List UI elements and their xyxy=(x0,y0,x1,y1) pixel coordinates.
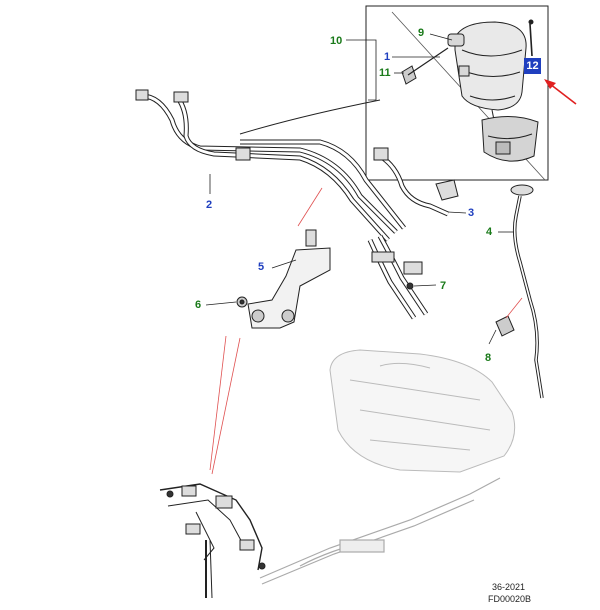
fuel-tank xyxy=(329,349,516,473)
callout-leaders xyxy=(205,33,514,345)
fuel-line-4 xyxy=(495,184,544,399)
lower-connector-assembly xyxy=(159,483,266,599)
callout-8: 8 xyxy=(485,352,492,364)
pointer-arrow xyxy=(544,79,577,105)
callout-11: 11 xyxy=(379,67,391,79)
callout-1: 1 xyxy=(384,51,391,63)
callout-4: 4 xyxy=(486,226,493,238)
figure-code: FD00020B xyxy=(488,594,532,604)
callout-5: 5 xyxy=(258,261,265,273)
rear-fuel-lines xyxy=(259,477,501,585)
page-reference: 36-2021 xyxy=(492,582,526,592)
red-leader-lines xyxy=(209,187,523,475)
bolt-6 xyxy=(236,296,248,308)
bracket-5 xyxy=(247,229,331,329)
callout-7: 7 xyxy=(440,280,447,292)
fuel-line-2 xyxy=(135,89,406,242)
callout-9: 9 xyxy=(418,27,425,39)
callout-12-highlight: 12 xyxy=(524,58,541,74)
fuel-filter-assembly xyxy=(401,19,539,162)
fuel-line-lower-bundle xyxy=(367,234,429,320)
callout-10: 10 xyxy=(330,35,343,47)
callout-2: 2 xyxy=(206,199,213,211)
callout-6: 6 xyxy=(195,299,202,311)
callout-3: 3 xyxy=(468,207,475,219)
fuel-line-3 xyxy=(373,147,459,217)
